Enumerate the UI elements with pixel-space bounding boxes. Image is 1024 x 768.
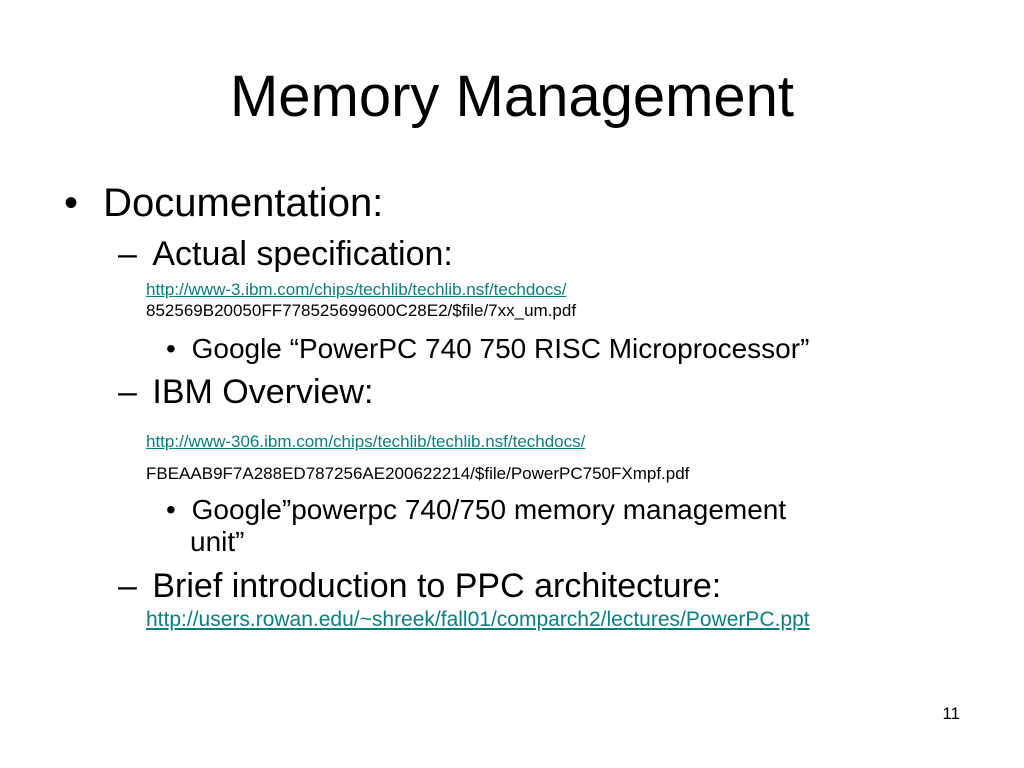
- subitem-actual-specification-text: Actual specification:: [152, 235, 453, 273]
- actual-spec-search-hint: • Google “PowerPC 740 750 RISC Microproc…: [166, 333, 809, 365]
- bullet-glyph: •: [64, 181, 79, 225]
- actual-spec-path: 852569B20050FF778525699600C28E2/$file/7x…: [146, 301, 577, 320]
- ibm-overview-search-text-2: unit”: [190, 526, 245, 557]
- subitem-ibm-overview: – IBM Overview:: [118, 372, 373, 412]
- dash-glyph: –: [118, 373, 137, 411]
- bullet-documentation-text: Documentation:: [103, 181, 384, 225]
- subitem-brief-introduction: – Brief introduction to PPC architecture…: [118, 566, 721, 606]
- bullet-glyph: •: [166, 333, 176, 364]
- subitem-ibm-overview-text: IBM Overview:: [152, 373, 374, 411]
- brief-intro-link[interactable]: http://users.rowan.edu/~shreek/fall01/co…: [146, 608, 810, 631]
- subitem-actual-specification: – Actual specification:: [118, 234, 453, 274]
- bullet-glyph: •: [166, 494, 176, 525]
- page-number: 11: [942, 704, 960, 723]
- dash-glyph: –: [118, 235, 137, 273]
- ibm-overview-search-text-1: Google”powerpc 740/750 memory management: [191, 494, 787, 525]
- ibm-overview-search-hint: • Google”powerpc 740/750 memory manageme…: [166, 494, 786, 526]
- slide-title: Memory Management: [229, 64, 795, 129]
- bullet-documentation: • Documentation:: [64, 180, 383, 226]
- actual-spec-search-text: Google “PowerPC 740 750 RISC Microproces…: [191, 333, 810, 364]
- dash-glyph: –: [118, 567, 137, 605]
- subitem-brief-introduction-text: Brief introduction to PPC architecture:: [152, 567, 722, 605]
- actual-spec-link[interactable]: http://www-3.ibm.com/chips/techlib/techl…: [146, 280, 567, 299]
- ibm-overview-path: FBEAAB9F7A288ED787256AE200622214/$file/P…: [146, 464, 690, 483]
- ibm-overview-link[interactable]: http://www-306.ibm.com/chips/techlib/tec…: [146, 432, 586, 451]
